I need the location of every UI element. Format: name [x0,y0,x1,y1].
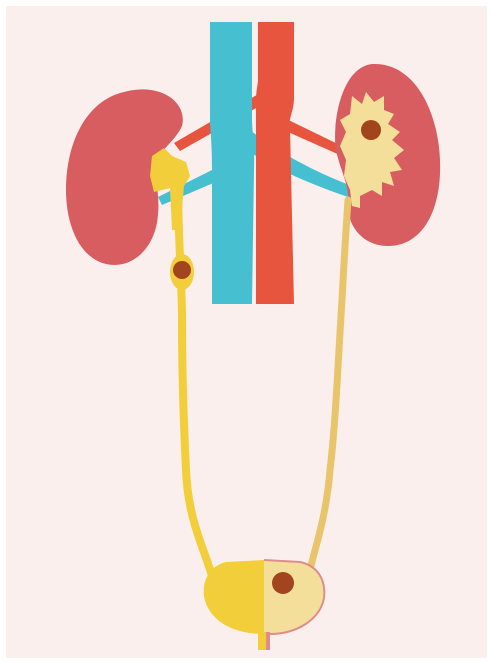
inferior-vena-cava [210,22,254,304]
urethra-wall [266,632,270,650]
kidney-stone-right-pelvis [361,120,381,140]
aorta [256,22,294,304]
kidney-stone-left-ureter [173,261,191,279]
bladder-stone [272,572,294,594]
